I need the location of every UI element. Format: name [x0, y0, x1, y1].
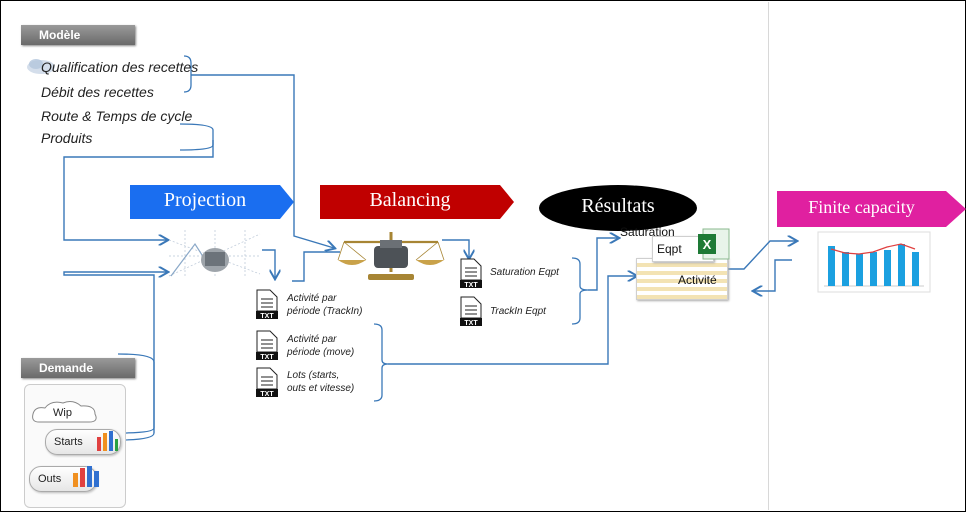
bar-chart-icon — [97, 431, 118, 451]
model-line-produits: Produits — [41, 130, 93, 146]
capacity-bar — [898, 244, 905, 286]
svg-text:TXT: TXT — [464, 320, 478, 326]
model-to-balancing-connector — [191, 74, 334, 248]
capacity-bar — [884, 250, 891, 286]
projection-network-graphic — [168, 230, 261, 278]
demand-item-wip: Wip — [53, 407, 72, 419]
model-brace-1 — [183, 55, 192, 93]
file-label-trackin-eqpt: TrackIn Eqpt — [490, 306, 546, 317]
svg-text:TXT: TXT — [260, 354, 274, 360]
svg-text:TXT: TXT — [260, 391, 274, 397]
demand-item-starts-pill: Starts — [45, 429, 121, 455]
svg-text:X: X — [703, 237, 712, 252]
txt-file-icon: TXT — [256, 289, 278, 319]
excel-icon: X — [698, 228, 730, 260]
model-brace-2 — [179, 123, 214, 151]
file-label-lots-1: Lots (starts, — [287, 370, 340, 381]
files-to-balancing-connector — [292, 251, 340, 282]
demand-header: Demande — [21, 358, 135, 378]
output-group-brace — [571, 257, 589, 325]
bar-chart-icon — [73, 466, 99, 487]
cloud-icon — [27, 59, 55, 74]
capacity-bar — [856, 254, 863, 286]
txt-file-icon: TXT — [460, 258, 482, 288]
file-group-brace — [373, 323, 389, 402]
capacity-bar — [842, 252, 849, 286]
svg-text:TXT: TXT — [464, 282, 478, 288]
file-label-trackin-1: Activité par — [287, 293, 337, 304]
projection-to-files-connector — [262, 249, 275, 278]
cloud-icon — [32, 401, 97, 423]
svg-text:TXT: TXT — [260, 313, 274, 319]
file-label-lots-2: outs et vitesse) — [287, 383, 355, 394]
balancing-scale-graphic — [337, 232, 445, 280]
file-label-saturation-eqpt: Saturation Eqpt — [490, 267, 559, 278]
finite-capacity-banner — [777, 191, 966, 227]
capacity-chart-graphic — [817, 231, 931, 293]
txt-file-icon: TXT — [256, 367, 278, 397]
demand-panel: Wip Starts Outs — [24, 384, 126, 508]
results-label-eqpt: Eqpt — [657, 242, 682, 256]
file-label-trackin-2: période (TrackIn) — [287, 306, 363, 317]
model-line-route: Route & Temps de cycle — [41, 108, 193, 124]
demand-item-outs-pill: Outs — [29, 466, 97, 492]
file-label-move-1: Activité par — [287, 334, 337, 345]
capacity-bar — [912, 252, 919, 286]
capacity-bar — [828, 246, 835, 286]
results-to-capacity-connector — [722, 241, 796, 270]
model-line-debit: Débit des recettes — [41, 84, 154, 100]
txt-file-icon: TXT — [256, 330, 278, 360]
model-line-qualification: Qualification des recettes — [41, 59, 199, 75]
vertical-divider — [768, 2, 769, 510]
capacity-bar — [870, 252, 877, 286]
capacity-line — [830, 243, 916, 255]
results-label-activity: Activité — [678, 273, 717, 287]
balancing-banner — [320, 185, 514, 219]
demand-to-projection-connector — [63, 272, 167, 433]
demand-item-outs: Outs — [38, 473, 62, 485]
model-header: Modèle — [21, 25, 135, 45]
finite-capacity-label: Finite capacity — [808, 197, 915, 217]
demand-item-starts: Starts — [54, 436, 83, 448]
model-to-projection-connector — [63, 140, 214, 240]
file-group-to-results-connector — [388, 276, 636, 365]
file-label-move-2: période (move) — [287, 347, 355, 358]
balancing-to-outputs-connector — [442, 239, 469, 258]
balancing-label: Balancing — [369, 189, 451, 211]
txt-file-icon: TXT — [460, 296, 482, 326]
capacity-to-results-connector — [754, 259, 792, 291]
results-label-saturation: Saturation — [620, 225, 675, 239]
projection-label: Projection — [163, 189, 247, 211]
results-label: Résultats — [581, 195, 655, 217]
outputs-to-results-connector — [588, 238, 618, 291]
projection-banner — [130, 185, 294, 219]
results-banner — [539, 185, 697, 231]
